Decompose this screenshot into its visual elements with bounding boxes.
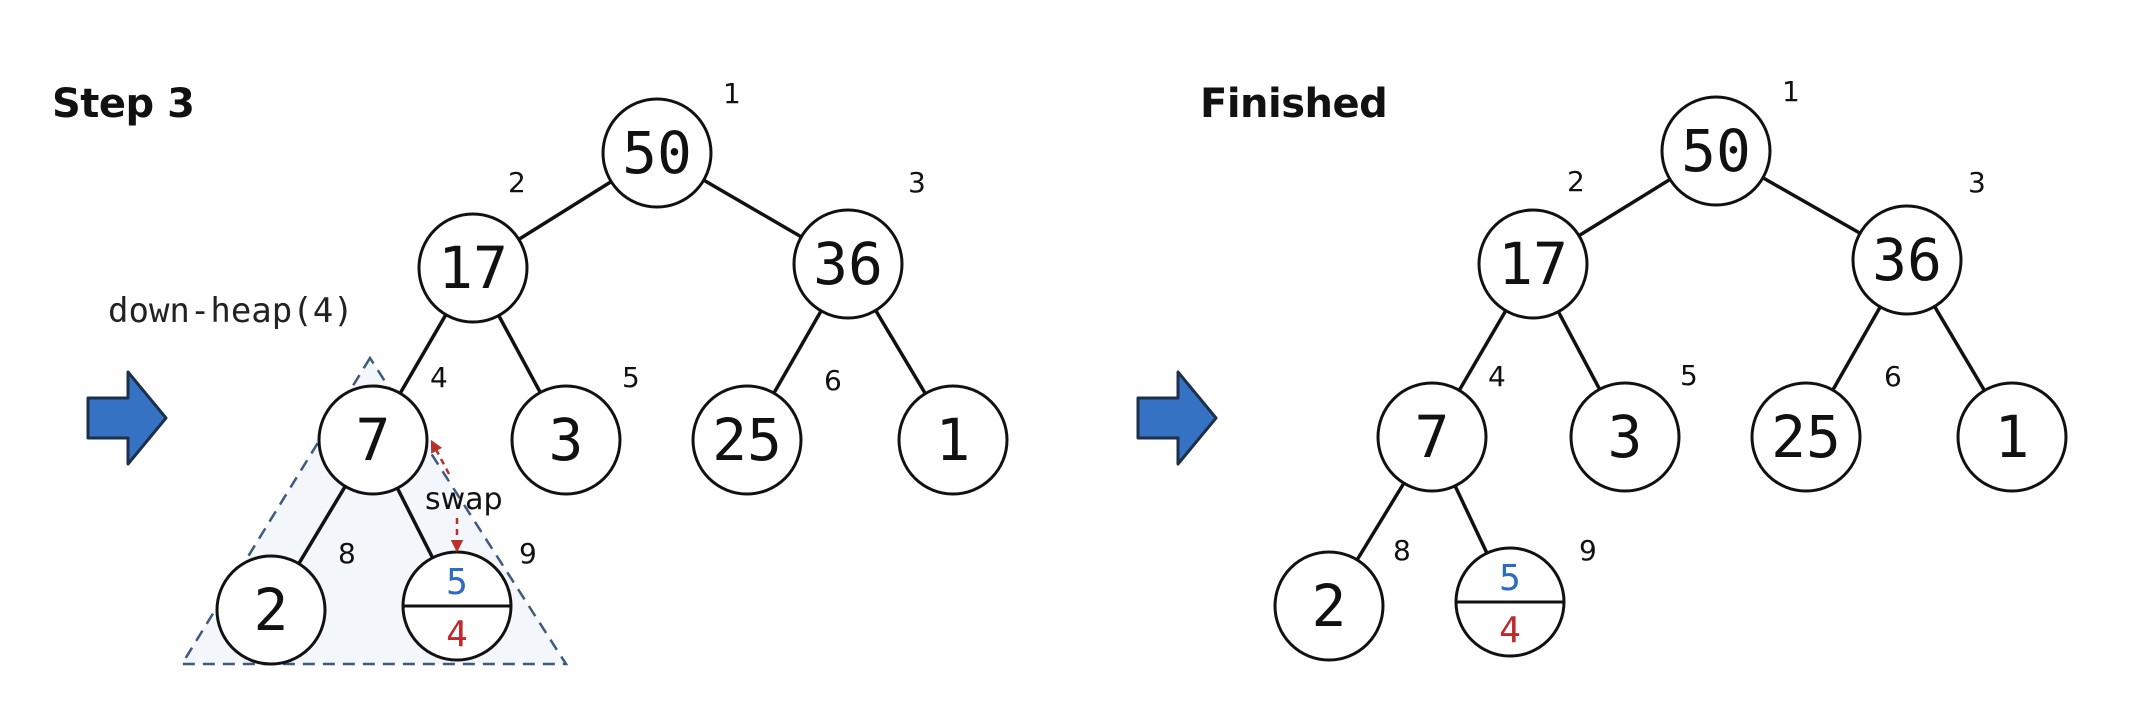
tree-edge	[395, 487, 435, 559]
node-circle	[1660, 95, 1772, 207]
heap-node-7: 1	[897, 384, 1009, 496]
heap-node-2: 17 2	[417, 166, 529, 324]
node-value: 7	[1415, 403, 1450, 471]
node-circle	[417, 212, 529, 324]
node-circle	[1851, 204, 1963, 316]
tree-edges	[1355, 176, 1986, 561]
heap-node-4: 74	[1376, 360, 1506, 493]
tree-edge	[702, 178, 803, 239]
heap-node-3: 36 3	[792, 166, 926, 320]
tree-edge	[1355, 482, 1406, 561]
node-value: 2	[1312, 572, 1347, 640]
node-index: 3	[908, 166, 926, 199]
node-value: 7	[356, 406, 391, 474]
node-value: 25	[1771, 403, 1841, 471]
node-index: 4	[430, 361, 448, 394]
node-index: 6	[824, 364, 842, 397]
node-new-value: 5	[446, 562, 468, 603]
node-old-value: 4	[446, 614, 468, 655]
panel-title: Step 3	[52, 81, 194, 127]
node-circle	[317, 384, 429, 496]
panel-title: Finished	[1200, 81, 1387, 127]
node-index: 9	[519, 537, 537, 570]
heap-node-6: 25 6	[1750, 360, 1902, 493]
node-index: 6	[1884, 360, 1902, 393]
tree-edge	[1453, 485, 1489, 554]
node-index: 5	[1680, 359, 1698, 392]
node-index: 2	[508, 166, 526, 199]
node-value: 50	[1681, 117, 1751, 185]
node-circle	[1750, 381, 1862, 493]
tree-edge	[398, 313, 448, 395]
node-circle	[510, 384, 622, 496]
tree-edge	[297, 485, 347, 565]
node-value: 17	[438, 234, 508, 302]
node-index: 2	[1567, 165, 1585, 198]
node-index: 8	[1393, 534, 1411, 567]
heap-node-4: 74	[317, 361, 448, 496]
node-value: 1	[1995, 403, 2030, 471]
heap-node-9: 5 4 9	[401, 537, 537, 662]
node-index: 1	[723, 77, 741, 110]
node-circle	[1569, 381, 1681, 493]
tree-edge	[517, 180, 613, 241]
heap-node-7: 1	[1956, 381, 2068, 493]
tree-edge	[1556, 310, 1602, 391]
heap-node-8: 28	[215, 537, 356, 666]
node-value: 25	[712, 406, 782, 474]
node-value: 3	[1608, 403, 1643, 471]
panel-step-3: Step 3 down-heap(4) 50117236374352561285…	[52, 77, 1009, 666]
node-value: 2	[254, 576, 289, 644]
node-new-value: 5	[1499, 558, 1521, 599]
heap-node-5: 35	[1569, 359, 1698, 493]
node-circle	[215, 554, 327, 666]
heap-node-3: 36 3	[1851, 166, 1986, 316]
node-circle	[792, 208, 904, 320]
node-circle	[601, 97, 713, 209]
tree-edges	[297, 178, 927, 565]
node-circle	[1273, 550, 1385, 662]
node-circle	[691, 384, 803, 496]
node-circle	[1956, 381, 2068, 493]
node-index: 9	[1579, 534, 1597, 567]
right-arrow-icon	[86, 370, 168, 466]
tree-edge	[1578, 177, 1671, 238]
node-index: 4	[1488, 360, 1506, 393]
node-index: 1	[1782, 75, 1800, 108]
node-value: 36	[813, 230, 883, 298]
heap-node-5: 35	[510, 361, 640, 496]
tree-edge	[1933, 305, 1986, 392]
heap-node-9: 5 4 9	[1454, 534, 1597, 658]
tree-edge	[1762, 176, 1861, 235]
tree-edge	[1831, 306, 1882, 391]
down-heap-call: down-heap(4)	[108, 291, 354, 331]
node-index: 8	[338, 537, 356, 570]
tree-edge	[1457, 309, 1508, 392]
node-old-value: 4	[1499, 610, 1521, 651]
node-value: 17	[1498, 230, 1568, 298]
node-value: 50	[622, 119, 692, 187]
node-index: 3	[1968, 166, 1986, 199]
node-value: 36	[1872, 226, 1942, 294]
tree-edge	[497, 314, 542, 394]
node-value: 3	[549, 406, 584, 474]
heap-node-6: 25 6	[691, 364, 842, 496]
right-arrow-icon	[1136, 370, 1218, 466]
heap-node-2: 17 2	[1477, 165, 1589, 320]
tree-edge	[772, 309, 823, 395]
heap-node-1: 50 1	[601, 77, 741, 209]
node-index: 5	[622, 361, 640, 394]
node-value: 1	[936, 406, 971, 474]
swap-label: swap	[425, 482, 503, 517]
heap-node-8: 28	[1273, 534, 1411, 662]
node-circle	[1477, 208, 1589, 320]
tree-edge	[874, 309, 927, 395]
node-circle	[1376, 381, 1488, 493]
heap-node-1: 50 1	[1660, 75, 1800, 207]
node-circle	[897, 384, 1009, 496]
